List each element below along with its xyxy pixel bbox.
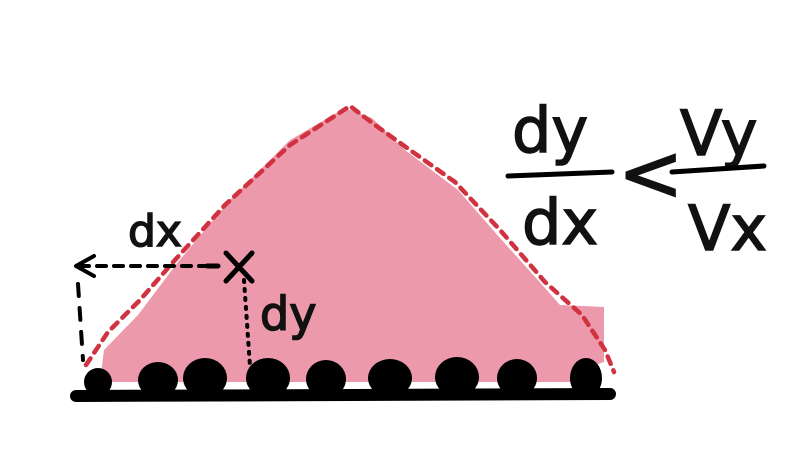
dy-label: dy [260, 287, 316, 341]
equation-left-numerator: dy [512, 94, 588, 167]
ground-line [70, 388, 616, 402]
equation-right-numerator: Vy [680, 97, 757, 170]
point-marker [204, 250, 255, 284]
base-bumps [84, 357, 602, 398]
equation-right-fraction-bar [669, 163, 767, 175]
equation-left-denominator: dx [522, 186, 598, 259]
pile-outline [83, 103, 617, 375]
equation: dy dx < Vy Vx [505, 93, 768, 266]
dy-dotted-line [242, 278, 252, 368]
dx-label: dx [128, 206, 182, 257]
equation-left-fraction-bar [505, 169, 615, 179]
dx-arrow-head [74, 254, 96, 278]
pile-fill [100, 108, 604, 382]
dx-vertical-dash [76, 282, 85, 362]
equation-right-denominator: Vx [688, 192, 767, 265]
